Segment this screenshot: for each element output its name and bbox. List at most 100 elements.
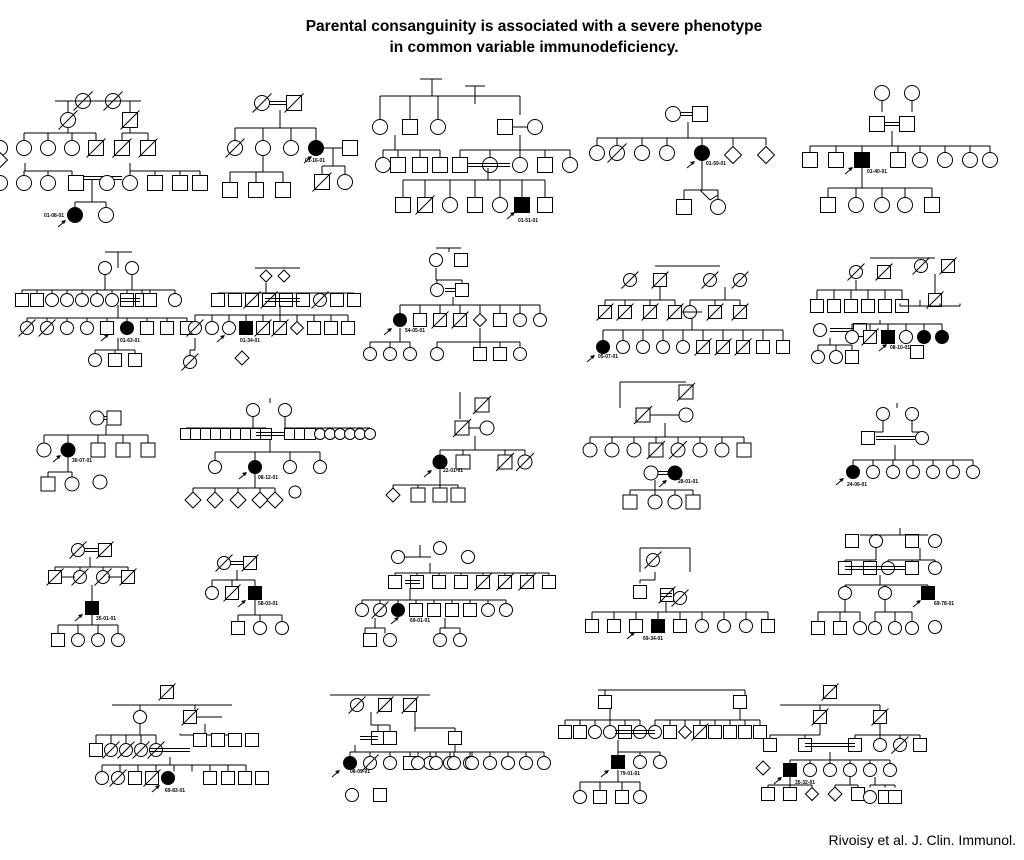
female xyxy=(40,140,56,156)
proband-label: 69-01-01 xyxy=(410,618,430,624)
female xyxy=(874,197,890,213)
male xyxy=(128,353,142,367)
male xyxy=(324,321,338,335)
deceased-mark xyxy=(875,263,893,281)
female xyxy=(873,738,887,752)
deceased-mark xyxy=(117,741,135,759)
female xyxy=(946,465,960,479)
citation: Rivoisy et al. J. Clin. Immunol. xyxy=(828,832,1017,848)
male xyxy=(838,561,852,575)
female xyxy=(928,561,942,575)
male xyxy=(128,771,142,785)
female xyxy=(492,197,508,213)
male xyxy=(833,621,847,635)
female xyxy=(863,790,877,804)
female xyxy=(60,321,74,335)
male xyxy=(410,487,426,503)
female xyxy=(16,175,32,191)
female xyxy=(222,321,236,335)
female xyxy=(878,586,892,600)
unknown-sex xyxy=(289,320,305,336)
deceased-mark xyxy=(361,754,379,772)
female xyxy=(876,407,890,421)
deceased-mark xyxy=(641,303,659,321)
affected-female xyxy=(432,454,448,470)
male xyxy=(250,428,262,440)
female xyxy=(75,293,89,307)
proband-label: 01-40-01 xyxy=(867,169,887,175)
female xyxy=(98,207,114,223)
affected-female xyxy=(694,145,710,161)
proband-label: 69-83-01 xyxy=(165,788,185,794)
female xyxy=(255,140,271,156)
deceased-mark xyxy=(671,589,689,607)
deceased-mark xyxy=(69,541,87,559)
proband-label: 01-34-01 xyxy=(240,338,260,344)
proband-label: 54-05-01 xyxy=(405,328,425,334)
male xyxy=(363,633,377,647)
proband-label: 01-16-01 xyxy=(305,158,325,164)
male xyxy=(89,743,103,757)
male xyxy=(371,731,385,745)
female xyxy=(442,197,458,213)
deceased-mark xyxy=(811,708,829,726)
male xyxy=(347,293,361,307)
deceased-mark xyxy=(706,303,724,321)
affected-male xyxy=(783,763,797,777)
affected-female xyxy=(60,442,76,458)
pedigree-11: 30-07-01 xyxy=(36,410,156,492)
female xyxy=(811,350,825,364)
female xyxy=(461,550,475,564)
figure-title: Parental consanguinity is associated wit… xyxy=(0,16,1024,58)
male xyxy=(493,313,507,327)
affected-female xyxy=(391,603,405,617)
deceased-mark xyxy=(94,568,112,586)
male xyxy=(15,293,29,307)
deceased-mark xyxy=(225,138,245,158)
female xyxy=(16,140,32,156)
male xyxy=(432,575,446,589)
male xyxy=(40,476,56,492)
female xyxy=(888,621,902,635)
male xyxy=(383,731,397,745)
female xyxy=(874,85,890,101)
female xyxy=(982,152,998,168)
male xyxy=(140,321,154,335)
male xyxy=(663,725,677,739)
male xyxy=(863,561,877,575)
male xyxy=(284,428,296,440)
female xyxy=(863,763,877,777)
affected-male xyxy=(85,601,99,615)
female xyxy=(928,620,942,634)
pedigree-21: 69-83-01 xyxy=(89,683,269,794)
affected-female xyxy=(846,465,860,479)
deceased-mark xyxy=(119,568,137,586)
male xyxy=(409,603,423,617)
unknown-sex xyxy=(184,491,202,509)
deceased-mark xyxy=(71,568,89,586)
male xyxy=(454,253,468,267)
proband-arrowhead xyxy=(839,478,844,482)
male xyxy=(598,695,612,709)
deceased-mark xyxy=(260,291,278,309)
female xyxy=(513,347,527,361)
female xyxy=(334,428,346,440)
male xyxy=(341,321,355,335)
female xyxy=(89,410,105,426)
male xyxy=(593,790,607,804)
affected-female xyxy=(935,330,949,344)
male xyxy=(279,293,293,307)
female xyxy=(848,197,864,213)
male xyxy=(427,603,441,617)
male xyxy=(473,347,487,361)
male xyxy=(260,428,272,440)
title-line-1: Parental consanguinity is associated wit… xyxy=(305,18,763,35)
male xyxy=(51,633,65,647)
female xyxy=(626,442,642,458)
deceased-mark xyxy=(158,683,176,701)
female xyxy=(659,145,675,161)
male xyxy=(905,534,919,548)
deceased-mark xyxy=(644,551,662,569)
male xyxy=(899,116,915,132)
male xyxy=(307,321,321,335)
